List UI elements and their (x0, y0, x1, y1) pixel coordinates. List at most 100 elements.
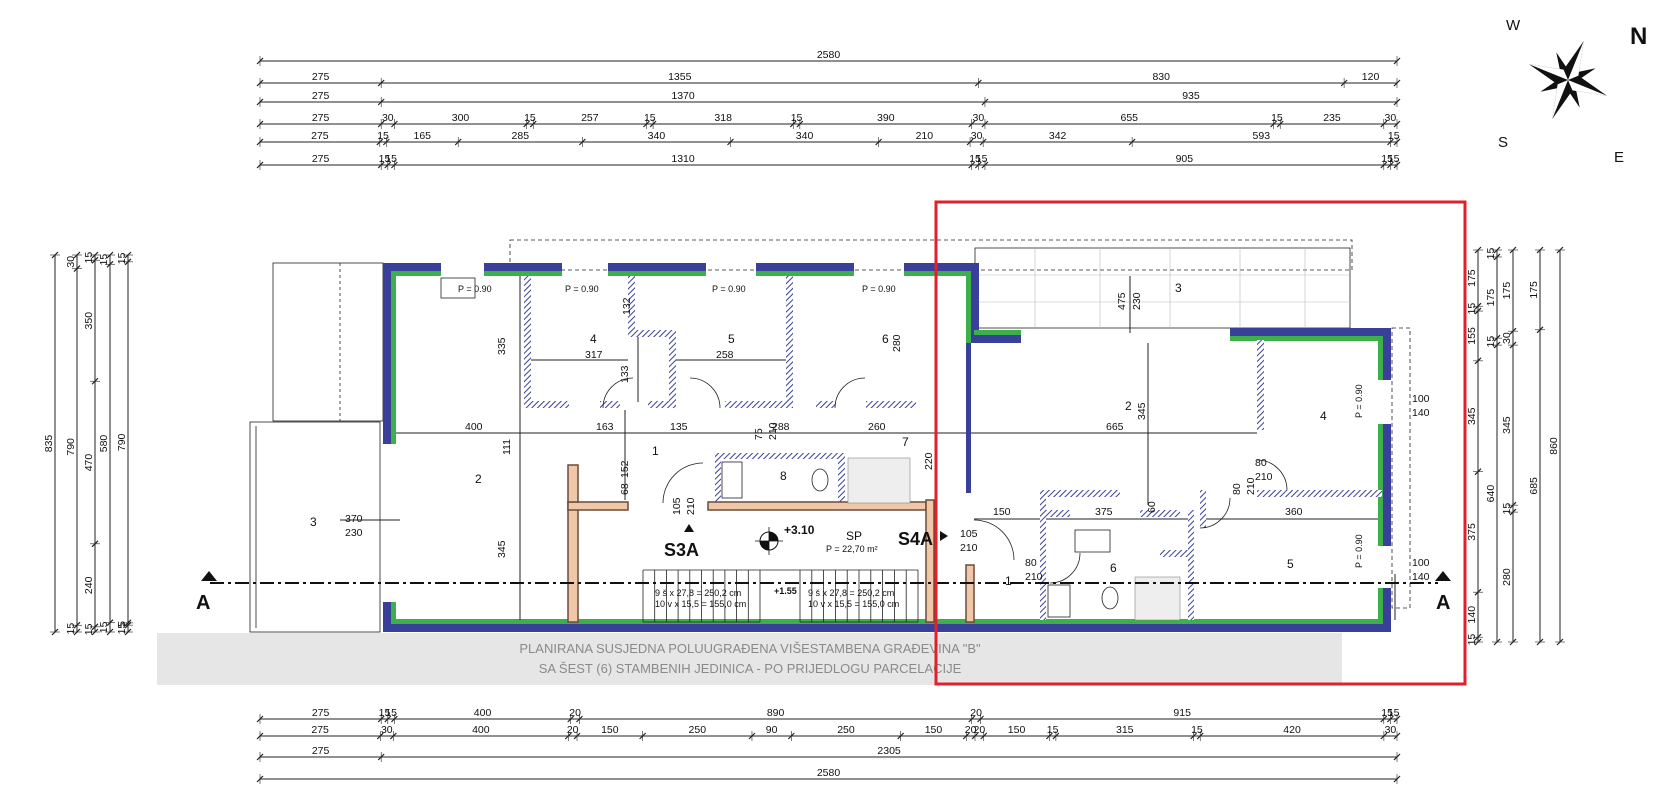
room-label: 4 (590, 332, 597, 346)
room-label: 2 (1125, 399, 1132, 413)
window-label: P = 0.90 (565, 284, 599, 294)
right-dimension-value: 155 (1466, 327, 1478, 345)
top-dimension-value: 165 (414, 130, 432, 142)
left-dimension-value: 5 (116, 621, 128, 627)
right-dimension-value: 15 (1485, 336, 1497, 348)
bottom-dimension-value: 20 (965, 724, 977, 736)
top-dimension-value: 235 (1323, 112, 1341, 124)
note-line-1: PLANIRANA SUSJEDNA POLUUGRAĐENA VIŠESTAM… (519, 641, 981, 656)
compass-e: E (1614, 149, 1624, 166)
bottom-dimension-value: 15 (1381, 707, 1393, 719)
stair-spec: 9 š x 27,8 = 250,2 cm (655, 588, 741, 598)
bottom-dimension-value: 15 (379, 707, 391, 719)
right-side-balcony (1391, 327, 1411, 609)
svg-text:150: 150 (993, 506, 1011, 518)
room-label: 6 (882, 332, 889, 346)
svg-text:152: 152 (619, 460, 631, 478)
window-labels: P = 0.90 P = 0.90 P = 0.90 P = 0.90 P = … (458, 284, 1364, 568)
left-terrace (249, 421, 381, 633)
highlighted-unit-frame (934, 200, 1467, 686)
top-dimension-value: 30 (1385, 112, 1397, 124)
room-label: 1 (652, 444, 659, 458)
room-label: 8 (780, 469, 787, 483)
top-dimension-value: 275 (312, 90, 330, 102)
top-dimension-value: 390 (877, 112, 895, 124)
top-dimension-value: 593 (1253, 130, 1271, 142)
svg-text:68: 68 (619, 483, 631, 495)
room-label: 2 (475, 472, 482, 486)
top-dimension-value: 300 (452, 112, 470, 124)
bathroom-fixtures (440, 277, 1181, 621)
top-dimension-value: 30 (971, 130, 983, 142)
svg-text:665: 665 (1106, 421, 1124, 433)
stair-spec: 10 v x 15,5 = 155,0 cm (808, 599, 899, 609)
svg-text:80: 80 (1025, 557, 1037, 569)
up-arrow-icon (684, 524, 694, 532)
room-label: 5 (728, 332, 735, 346)
bottom-dimension-value: 15 (1191, 724, 1203, 736)
top-dimension-value: 15 (969, 153, 981, 165)
svg-text:111: 111 (501, 439, 513, 455)
room-labels: 4 5 6 2 3 1 7 8 3 2 4 5 1 6 (310, 281, 1327, 588)
top-dimension-value: 285 (512, 130, 530, 142)
right-dimension-value: 860 (1548, 437, 1560, 455)
bottom-dimension-value: 400 (472, 724, 490, 736)
svg-text:80: 80 (1231, 483, 1243, 495)
sink-icon (440, 277, 476, 299)
room-label: 4 (1320, 409, 1327, 423)
top-dimension-value: 275 (312, 153, 330, 165)
right-dimension-value: 15 (1485, 247, 1497, 259)
svg-text:258: 258 (716, 349, 734, 361)
left-upper-terrace-outline (272, 262, 384, 422)
top-dimension-value: 1355 (668, 71, 692, 83)
section-arrow-icon (1435, 571, 1451, 581)
level-main: +3.10 (784, 523, 815, 537)
interior-dimensions: 317 258 280 335 132 133 400 163 135 288 … (340, 276, 1430, 620)
room-label: 5 (1287, 557, 1294, 571)
stair-spec: 9 š x 27,8 = 250,2 cm (808, 588, 894, 598)
left-dimension-value: 30 (65, 256, 77, 268)
left-dimension-value: 470 (83, 454, 95, 472)
stair-spec: 10 v x 15,5 = 155,0 cm (655, 599, 746, 609)
top-dimension-value: 342 (1049, 130, 1067, 142)
top-dimension-value: 340 (648, 130, 666, 142)
section-label-left: A (196, 592, 210, 614)
bottom-dimension-value: 2305 (877, 745, 901, 757)
svg-text:230: 230 (1131, 292, 1143, 310)
top-dimension-value: 275 (312, 112, 330, 124)
svg-text:135: 135 (670, 421, 688, 433)
svg-text:210: 210 (1255, 471, 1273, 483)
svg-text:210: 210 (960, 542, 978, 554)
top-dimension-value: 15 (377, 130, 389, 142)
window-label: P = 0.90 (862, 284, 896, 294)
bottom-dimension-value: 30 (1385, 724, 1397, 736)
svg-text:210: 210 (1025, 571, 1043, 583)
bottom-dimension-value: 275 (311, 724, 329, 736)
toilet-icon (1101, 586, 1119, 610)
svg-text:260: 260 (868, 421, 886, 433)
left-dimension-value: 15 (98, 621, 110, 633)
svg-text:280: 280 (891, 334, 903, 352)
top-dimension-value: 2580 (817, 49, 841, 61)
left-dimension-value: 580 (98, 435, 110, 453)
left-dimension-value: 15 (83, 252, 95, 264)
bottom-dimension-value: 20 (569, 707, 581, 719)
bottom-dimension-value: 400 (474, 707, 492, 719)
bottom-dimension-value: 30 (381, 724, 393, 736)
top-dimension-value: 15 (1388, 153, 1400, 165)
interior-walls (524, 276, 1382, 620)
top-dimension-value: 30 (972, 112, 984, 124)
top-dimension-value: 275 (311, 130, 329, 142)
svg-text:370: 370 (345, 513, 363, 525)
stair-core-labels: S3A S4A +3.10 SP P = 22,70 m² +1.55 (664, 523, 948, 596)
room-label: 7 (902, 435, 909, 449)
top-dimension-value: 15 (976, 153, 988, 165)
bathtub-icon (721, 461, 743, 499)
room-label: 6 (1110, 561, 1117, 575)
top-dimension-value: 15 (1388, 130, 1400, 142)
bottom-dimension-value: 275 (312, 745, 330, 757)
bottom-dimension-value: 20 (970, 707, 982, 719)
top-dimension-value: 830 (1152, 71, 1170, 83)
svg-text:220: 220 (923, 452, 935, 470)
